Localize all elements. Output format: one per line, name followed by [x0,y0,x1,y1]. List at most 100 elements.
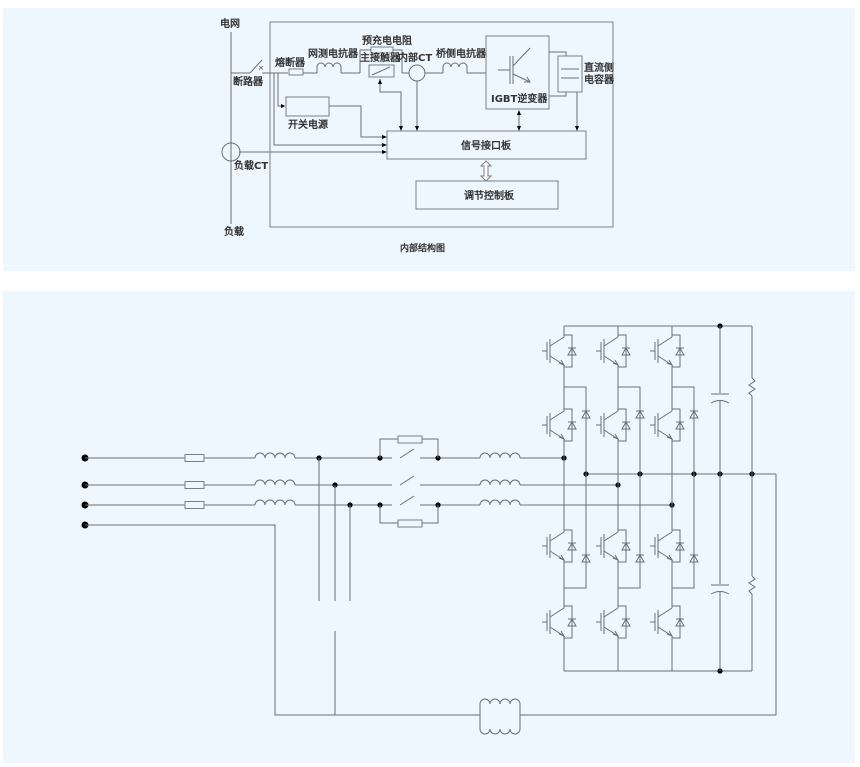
igbt-collector [603,410,619,421]
label-main-contactor: 主接触器 [360,51,401,64]
contactor-switch [371,66,391,76]
dc-capacitor-icon [710,584,730,595]
grid-inductor-icon [254,499,296,506]
igbt-arrows [517,110,521,131]
clamp-wire [564,474,587,589]
igbt-collector [603,336,619,347]
igbt-collector [549,336,565,347]
bidirectional-arrow-icon [479,160,493,182]
wire-power-to-signal [329,105,385,138]
bridge-inductor-icon [479,479,521,486]
fuse-icon [184,454,205,462]
igbt-emitter [603,550,619,561]
diode-icon [675,617,685,627]
diode-icon [621,420,631,430]
igbt-collector [549,607,565,618]
label-dc-cap-1: 直流侧 [584,61,614,74]
breaker-x-mark: × [258,64,264,72]
precharge-wire-l [359,49,371,73]
igbt-collector [603,607,619,618]
label-signal-board: 信号接口板 [461,139,512,152]
igbt-collector [657,607,673,618]
cm-inductor-bottom-icon [479,715,521,735]
clamp-diode-icon [635,409,645,419]
balancing-resistor-icon [748,575,756,595]
clamp-diode-icon [635,553,645,563]
igbt-inverter-box [485,35,550,110]
clamp-diode-icon [581,409,591,419]
precharge-resistor-icon [397,519,423,528]
precharge-wire [422,505,439,524]
clamp-wire [672,474,695,589]
breaker-switch-icon [249,59,263,74]
dc-return-wire [520,474,777,716]
cm-inductor-top-icon [479,698,521,715]
input-arrows [382,135,387,154]
igbt-collector [549,531,565,542]
freewheel-diode-wire [564,529,573,563]
label-fuse: 熔断器 [275,56,306,69]
label-switch-power: 开关电源 [288,118,328,131]
grid-inductor-icon [254,452,296,459]
diode-icon [567,617,577,627]
diode-icon [567,541,577,551]
label-dc-cap-2: 电容器 [584,73,615,86]
circuit-schematic-svg [81,323,777,735]
neutral-wire [85,524,480,716]
freewheel-diode-wire [672,408,681,442]
fuse-icon [184,481,205,489]
igbt-emitter [603,429,619,440]
label-control-board: 调节控制板 [464,189,515,202]
igbt-symbol-icon [498,47,531,84]
clamp-wire [618,386,641,474]
freewheel-diode-wire [618,408,627,442]
balancing-resistor-icon [748,377,756,397]
diode-icon [621,617,631,627]
dc-wire-top [549,51,567,56]
label-load: 负载 [224,225,244,238]
igbt-emitter [549,550,565,561]
wire-line-to-signal [273,73,385,146]
cap-arrow [575,126,579,131]
label-igbt: IGBT逆变器 [491,92,548,105]
diode-icon [621,346,631,356]
diode-icon [675,541,685,551]
igbt-collector [657,410,673,421]
clamp-diode-icon [581,553,591,563]
clamp-wire [618,474,641,589]
clamp-diode-icon [689,409,699,419]
switch-power-feed [277,73,285,107]
clamp-diode-icon [689,553,699,563]
label-breaker: 断路器 [233,75,264,88]
control-board-box [415,180,559,210]
block-diagram-svg: 电网 × 断路器 熔断器 网测电抗器 预充电电阻 主接触器 内部CT 桥侧电抗器 [220,17,615,254]
igbt-emitter [657,355,673,366]
igbt-collector [657,336,673,347]
igbt-emitter [549,429,565,440]
bridge-reactor-icon [442,62,486,74]
device-enclosure [269,21,614,228]
freewheel-diode-wire [672,605,681,639]
dc-capacitor-icon [710,393,730,404]
wire-contactor-ctrl [379,79,402,129]
freewheel-diode-wire [618,334,627,368]
freewheel-diode-wire [564,408,573,442]
freewheel-diode-wire [564,605,573,639]
diode-icon [675,420,685,430]
precharge-wire [379,505,398,524]
arrow-icon [281,104,285,108]
dc-capacitor-box [557,55,583,93]
igbt-emitter [603,626,619,637]
main-contactor-icon [368,64,395,78]
precharge-wire [379,438,398,458]
precharge-wire-r [393,49,403,73]
contactor-switch-icon [399,448,415,459]
load-ct-icon [221,142,241,162]
freewheel-diode-wire [672,334,681,368]
precharge-resistor-icon [397,435,423,444]
igbt-collector [549,410,565,421]
fuse-icon [288,68,304,76]
label-grid-reactor: 网测电抗器 [308,47,359,60]
label-load-ct: 负载CT [234,159,268,172]
igbt-emitter [657,429,673,440]
